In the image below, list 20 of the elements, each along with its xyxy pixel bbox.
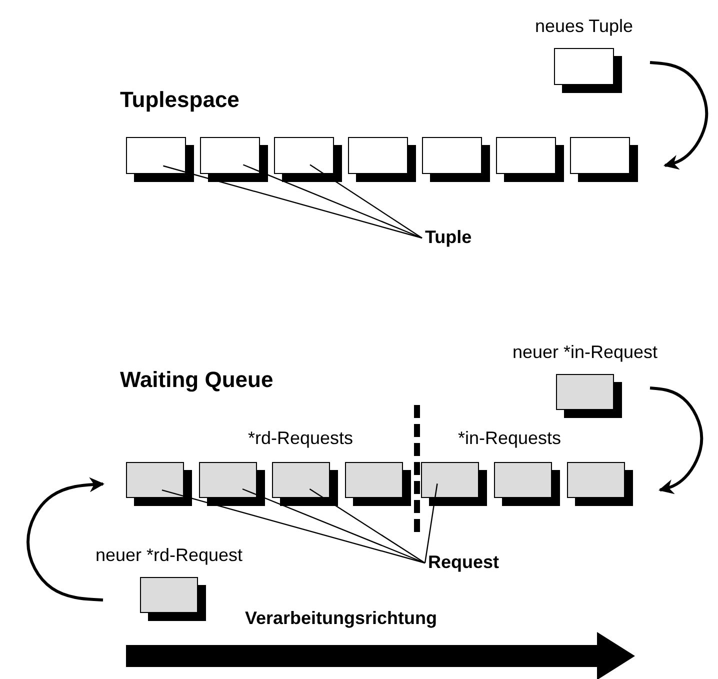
leader-line [424,484,438,564]
curved-arrow [650,61,708,170]
item-caption: neuer *in-Request [512,342,658,363]
direction-label: Verarbeitungsrichtung [245,608,438,629]
leader-line [242,488,426,564]
section-title: Waiting Queue [120,367,274,393]
callout-label: Tuple [425,227,485,249]
item-caption: neuer *rd-Request [95,545,243,566]
callout-label: Request [428,552,508,574]
item-caption: neues Tuple [534,16,634,37]
group-label: *in-Requests [458,428,562,449]
leader-line [309,488,426,564]
group-label: *rd-Requests [248,428,354,449]
leader-line [242,164,422,239]
curved-arrow [26,477,104,602]
leader-line [310,164,422,238]
leader-line [163,165,422,239]
curved-arrow [650,386,704,494]
section-title: Tuplespace [120,87,240,113]
leader-line [162,490,426,564]
